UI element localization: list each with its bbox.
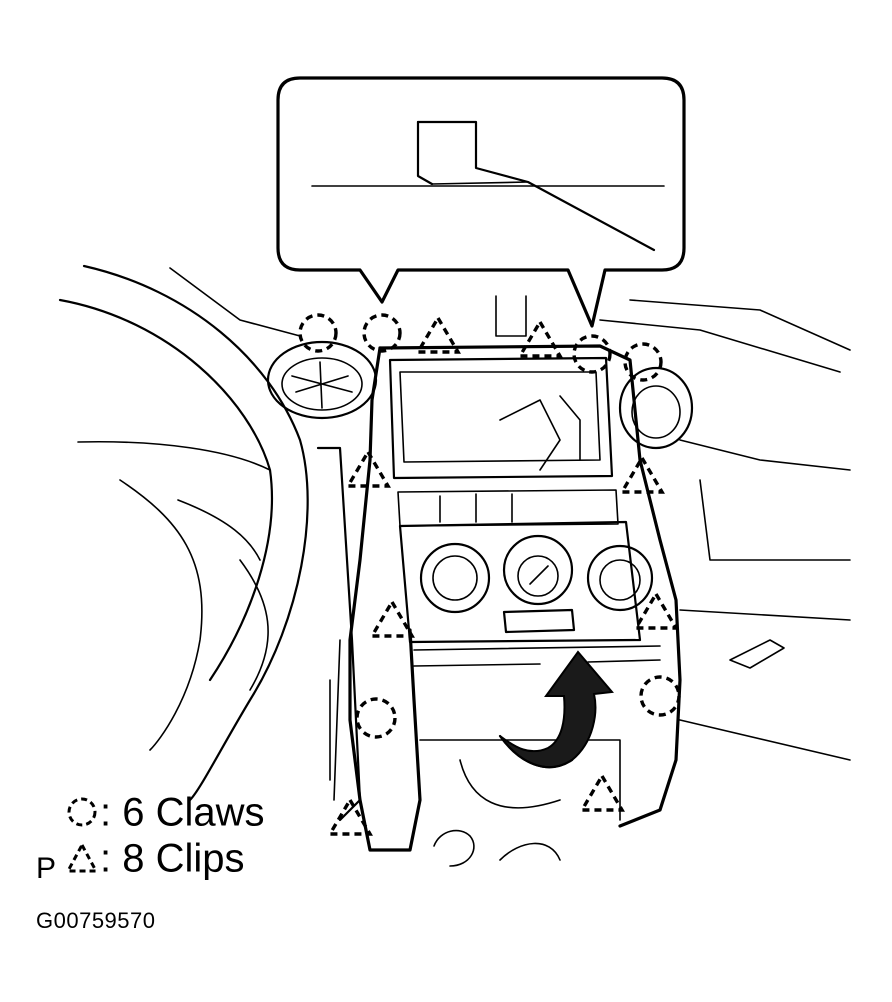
claw-marker xyxy=(639,675,681,717)
right-air-vent xyxy=(618,366,694,450)
clip-markers xyxy=(327,314,679,836)
dashed-circle-icon xyxy=(67,797,97,827)
detail-callout xyxy=(276,76,686,328)
legend-claws: : 6 Claws xyxy=(64,790,265,832)
figure-code: G00759570 xyxy=(36,908,156,933)
legend-clips-label: 8 Clips xyxy=(122,836,245,881)
legend-claws-label: 6 Claws xyxy=(122,790,265,835)
side-trim xyxy=(316,446,362,822)
claw-marker xyxy=(298,313,338,353)
corner-letter: P xyxy=(36,852,57,885)
clip-marker xyxy=(619,454,665,494)
clip-marker xyxy=(345,448,391,488)
clip-marker xyxy=(327,796,373,836)
legend-clips: : 8 Clips xyxy=(64,836,245,878)
clip-marker xyxy=(369,598,415,638)
removal-direction-arrow xyxy=(498,650,614,769)
claw-marker xyxy=(572,334,612,374)
claw-marker xyxy=(623,342,663,382)
left-air-vent xyxy=(266,340,378,420)
claw-markers xyxy=(298,313,681,739)
clip-marker xyxy=(633,590,679,630)
legend-clips-separator: : xyxy=(100,836,112,881)
clip-marker xyxy=(517,318,563,358)
clip-marker xyxy=(579,772,625,812)
steering-wheel xyxy=(58,264,309,802)
lower-console xyxy=(433,829,561,867)
center-cluster-panel xyxy=(348,344,682,852)
claw-marker xyxy=(355,697,397,739)
dashed-triangle-icon xyxy=(65,842,99,873)
legend-claws-separator: : xyxy=(100,790,112,835)
clip-marker xyxy=(415,314,461,354)
claw-marker xyxy=(362,313,402,353)
dashboard-lines xyxy=(169,267,851,761)
